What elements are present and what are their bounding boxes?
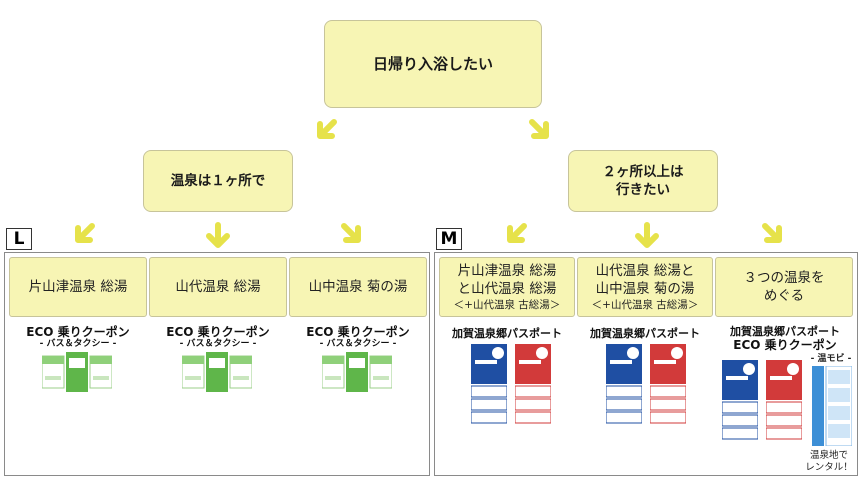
arrow-m3-icon	[762, 223, 782, 243]
option-m3: ３つの温泉を めぐる	[715, 257, 853, 317]
passport-red-image-m1	[515, 344, 551, 424]
ticket-m3: 加賀温泉郷パスポート ECO 乗りクーポン	[715, 325, 855, 353]
panel-m-tag: M	[436, 228, 462, 250]
ticket-m1-title: 加賀温泉郷パスポート	[452, 327, 562, 340]
ticket-m2-title: 加賀温泉郷パスポート	[590, 327, 700, 340]
option-m3-name-2: めぐる	[763, 288, 805, 304]
ticket-l2-title: ECO 乗りクーポン	[166, 325, 270, 339]
panel-l-tag: L	[6, 228, 32, 250]
option-l2: 山代温泉 総湯	[149, 257, 287, 317]
option-m1-name-2: と山代温泉 総湯	[457, 280, 557, 297]
option-l3: 山中温泉 菊の湯	[289, 257, 427, 317]
branch-multi: ２ヶ所以上は 行きたい	[568, 150, 718, 212]
arrow-l3-icon	[341, 223, 361, 243]
arrow-m2-icon	[635, 222, 659, 248]
branch-single: 温泉は１ヶ所で	[143, 150, 293, 212]
branch-multi-label-1: ２ヶ所以上は	[602, 163, 684, 180]
arrow-l2-icon	[206, 222, 230, 248]
option-l1: 片山津温泉 総湯	[9, 257, 147, 317]
arrow-m1-icon	[507, 223, 527, 243]
rental-note: 温泉地で レンタル！	[800, 450, 858, 475]
ticket-m3-title2: ECO 乗りクーポン	[733, 338, 837, 353]
root-label: 日帰り入浴したい	[372, 54, 493, 73]
option-m2-sub: ＜+山代温泉 古総湯＞	[591, 299, 699, 312]
branch-multi-label-2: 行きたい	[616, 182, 670, 198]
ticket-l1-sub: - バス＆タクシー -	[39, 339, 117, 350]
ticket-l3: ECO 乗りクーポン - バス＆タクシー -	[289, 325, 427, 350]
option-m2-name-2: 山中温泉 菊の湯	[595, 280, 695, 297]
option-m1: 片山津温泉 総湯 と山代温泉 総湯 ＜+山代温泉 古総湯＞	[439, 257, 575, 317]
option-m2: 山代温泉 総湯と 山中温泉 菊の湯 ＜+山代温泉 古総湯＞	[577, 257, 713, 317]
option-l3-name: 山中温泉 菊の湯	[308, 278, 408, 295]
option-m1-sub: ＜+山代温泉 古総湯＞	[453, 299, 561, 312]
ticket-l1: ECO 乗りクーポン - バス＆タクシー -	[9, 325, 147, 350]
ticket-m3-title: 加賀温泉郷パスポート	[730, 325, 840, 338]
eco-coupon-image-l1	[42, 352, 112, 392]
arrow-root-left-icon	[317, 119, 337, 139]
ticket-l2: ECO 乗りクーポン - バス＆タクシー -	[149, 325, 287, 350]
option-l1-name: 片山津温泉 総湯	[28, 278, 128, 295]
arrow-l1-icon	[75, 223, 95, 243]
rental-note-line1: 温泉地で	[809, 450, 848, 461]
option-m2-name-1: 山代温泉 総湯と	[595, 262, 695, 279]
eco-coupon-image-l2	[182, 352, 252, 392]
ticket-m1: 加賀温泉郷パスポート	[439, 327, 575, 340]
branch-single-label: 温泉は１ヶ所で	[170, 172, 266, 189]
option-m3-name-1: ３つの温泉を	[743, 269, 825, 286]
ticket-m2: 加賀温泉郷パスポート	[577, 327, 713, 340]
passport-red-image-m2	[650, 344, 686, 424]
passport-blue-image-m2	[606, 344, 642, 424]
ticket-l1-title: ECO 乗りクーポン	[26, 325, 130, 339]
arrow-root-right-icon	[529, 119, 549, 139]
rental-note-line2: レンタル！	[805, 462, 853, 474]
root-node: 日帰り入浴したい	[324, 20, 542, 108]
ticket-l3-sub: - バス＆タクシー -	[319, 339, 397, 350]
option-l2-name: 山代温泉 総湯	[175, 278, 261, 295]
ticket-l3-title: ECO 乗りクーポン	[306, 325, 410, 339]
passport-red-image-m3	[766, 360, 802, 440]
onmobi-label: - 温モビ -	[810, 354, 852, 364]
passport-blue-image-m3	[722, 360, 758, 440]
ticket-l2-sub: - バス＆タクシー -	[179, 339, 257, 350]
onmobi-coupon-image	[812, 366, 852, 446]
passport-blue-image-m1	[471, 344, 507, 424]
option-m1-name-1: 片山津温泉 総湯	[457, 262, 557, 279]
eco-coupon-image-l3	[322, 352, 392, 392]
